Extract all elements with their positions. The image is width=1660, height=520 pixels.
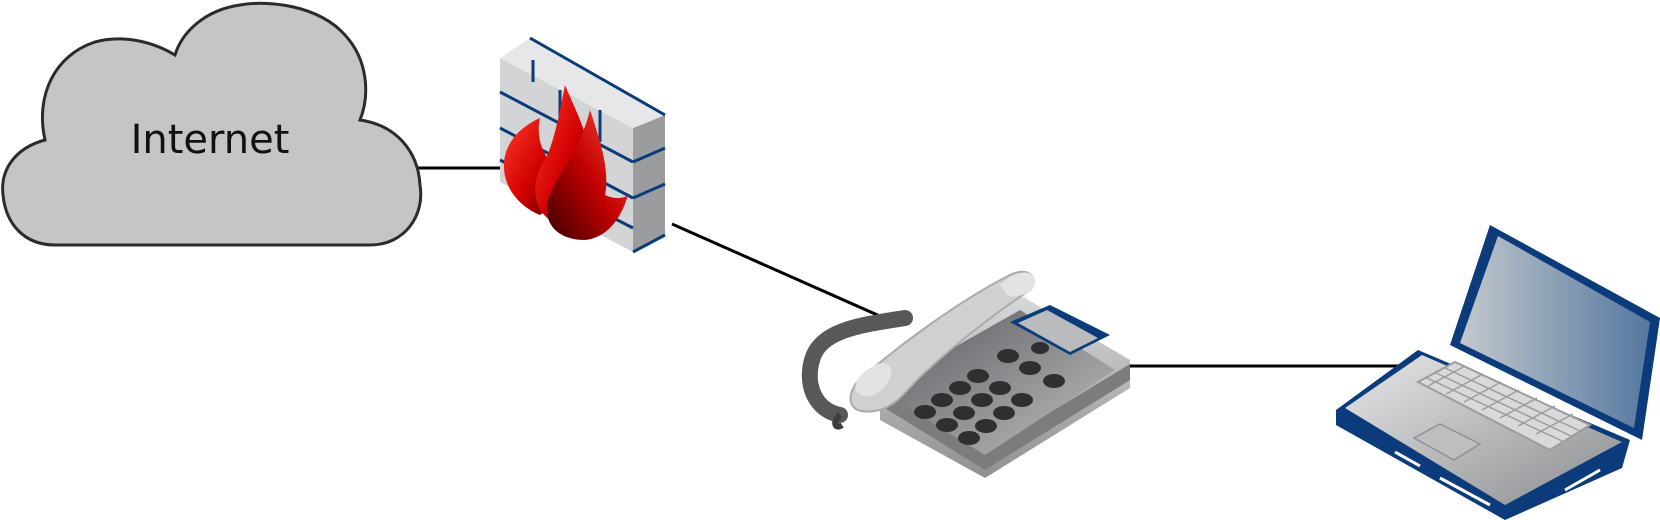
link-firewall-phone <box>672 224 900 325</box>
internet-cloud: Internet <box>3 3 421 245</box>
firewall-icon <box>500 38 665 252</box>
laptop-icon <box>1336 225 1660 520</box>
internet-label: Internet <box>131 117 290 163</box>
ip-phone-icon <box>810 272 1130 478</box>
